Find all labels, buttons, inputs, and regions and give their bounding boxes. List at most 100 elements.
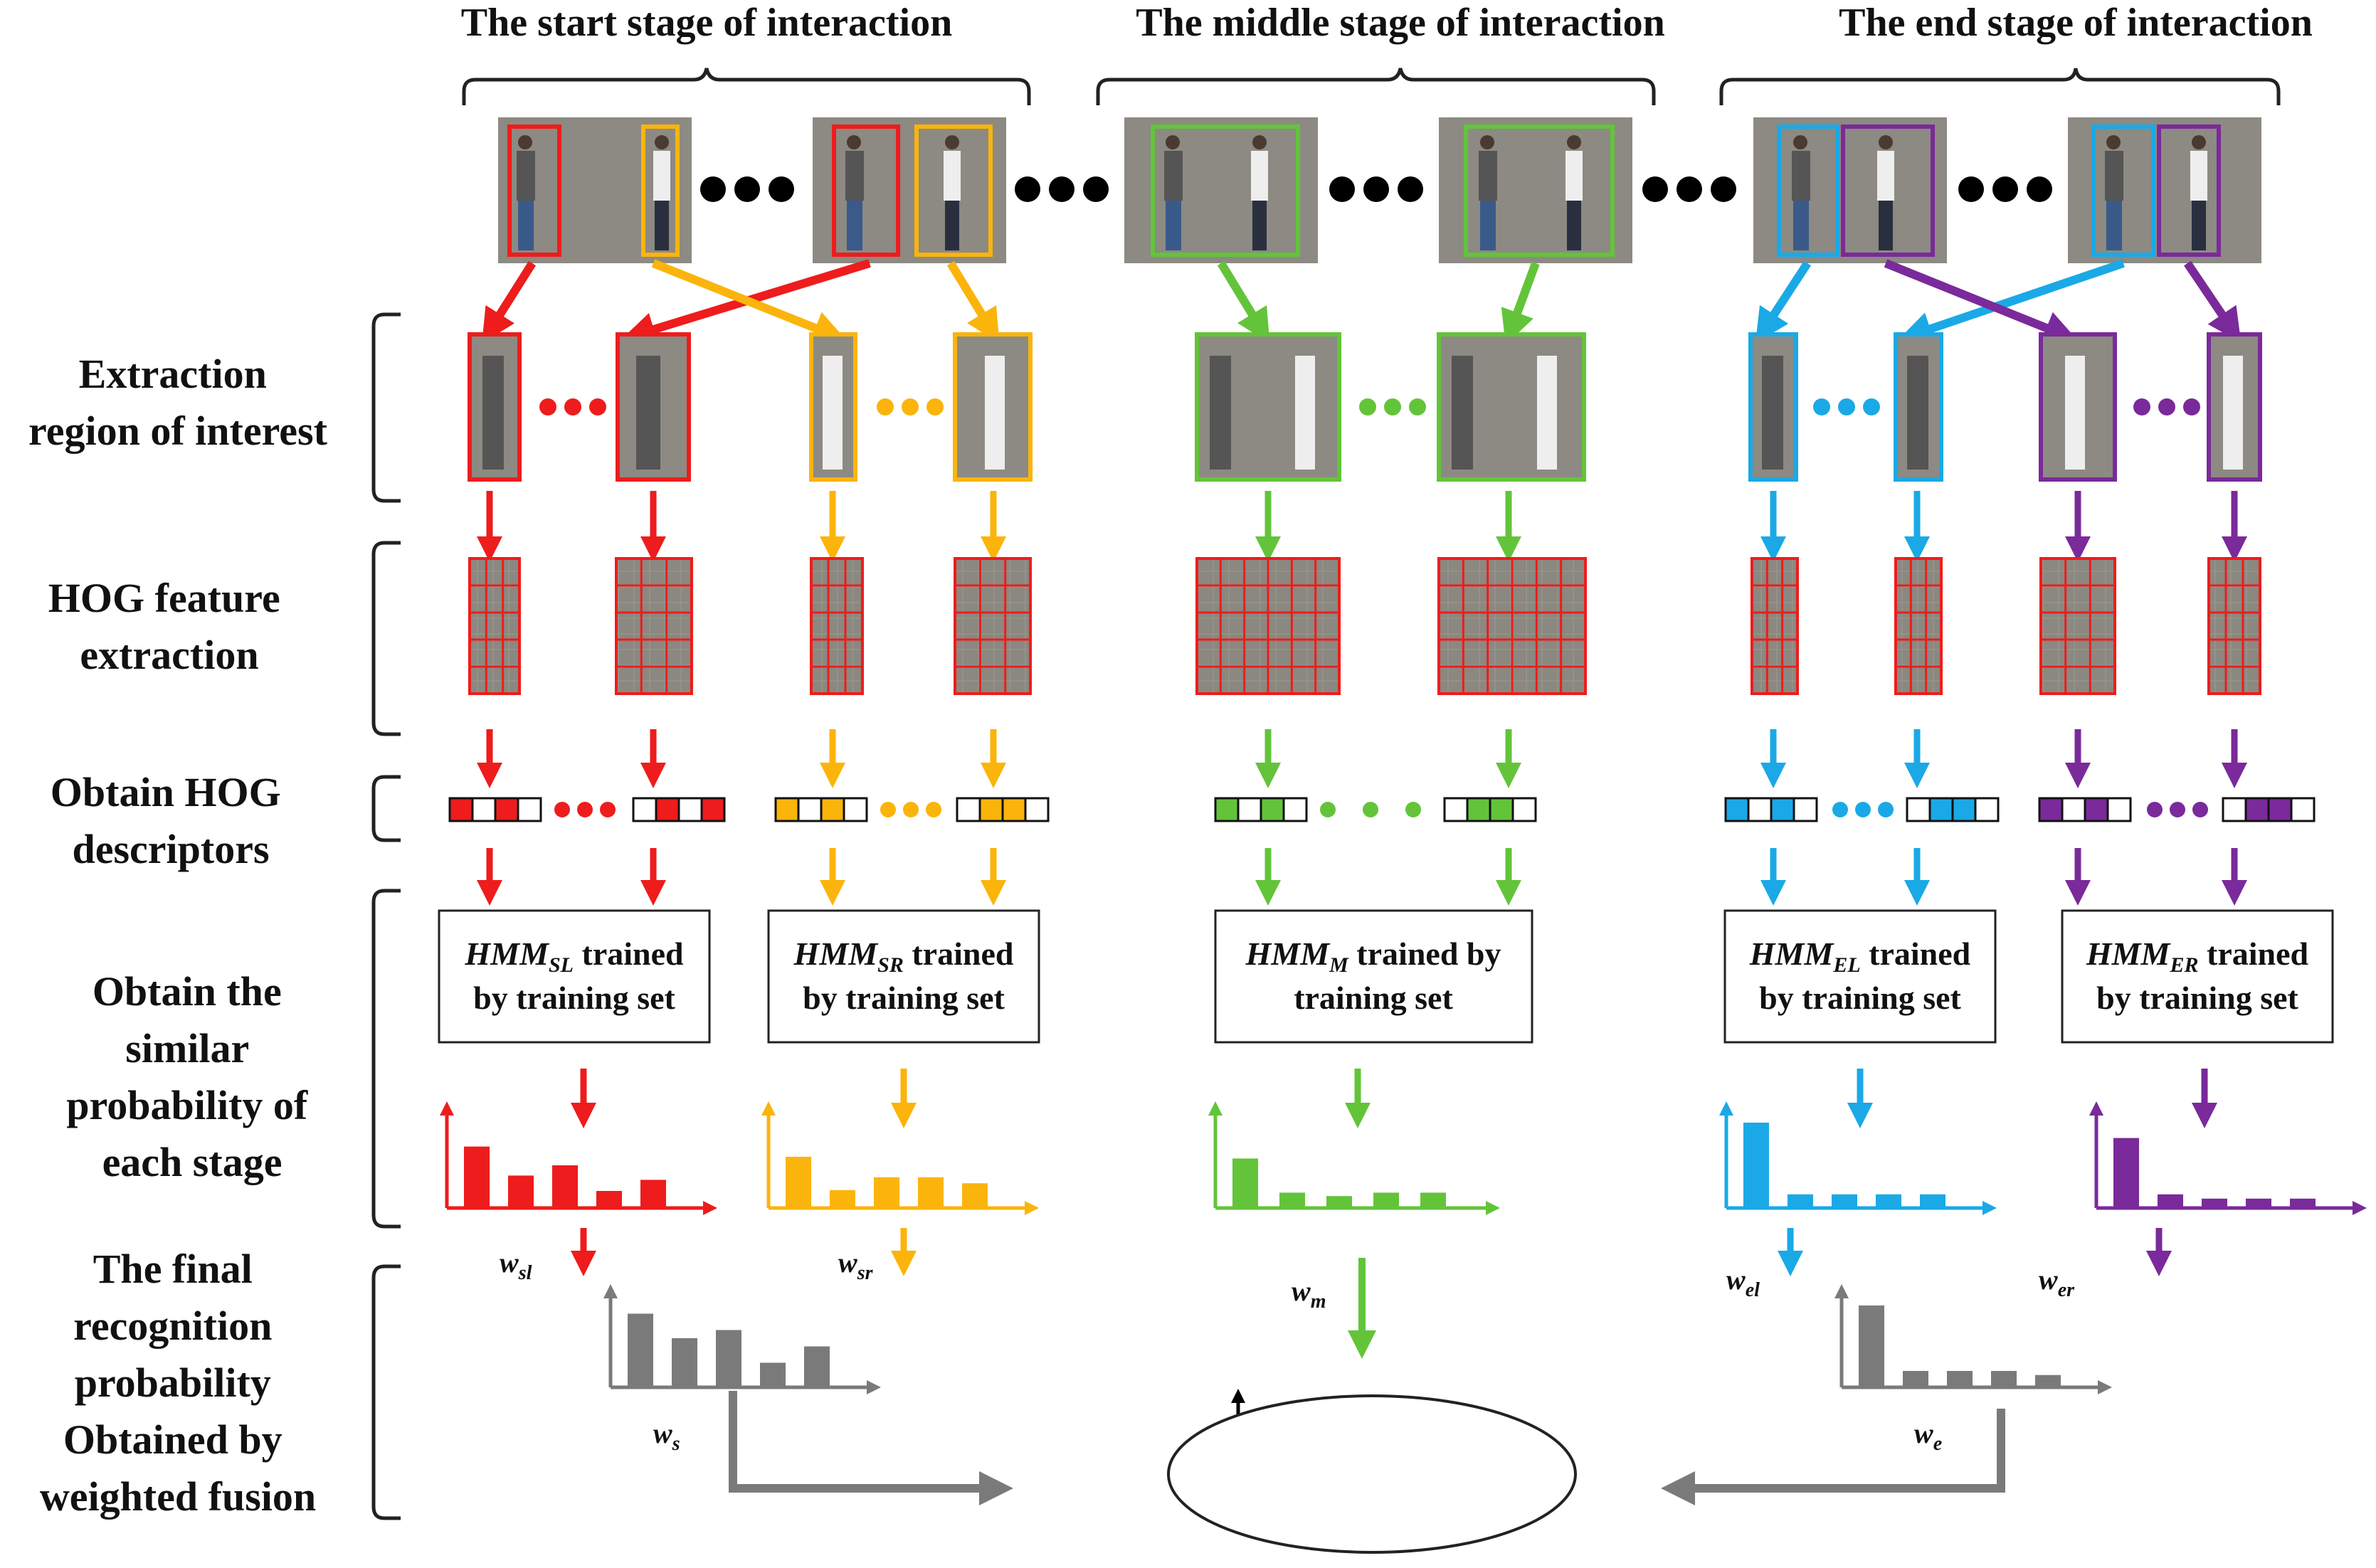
hog-grid-sl [615, 557, 693, 695]
hog-descriptor-el [1906, 797, 2000, 822]
roi-dots-sr [877, 398, 944, 415]
video-frame-start-1 [498, 117, 692, 263]
hog-descriptor-er [2222, 797, 2316, 822]
svg-text:HMMM trained by: HMMM trained by [1245, 936, 1501, 977]
bbox-er [2157, 125, 2221, 257]
chart-bar [672, 1338, 697, 1387]
person-left-icon [1479, 135, 1497, 250]
fusion-arrow-end [1661, 1409, 2005, 1505]
ellipsis-dots [1329, 176, 1423, 202]
chart-bar [2158, 1194, 2183, 1208]
roi-dots-er [2133, 398, 2200, 415]
svg-text:by training set: by training set [803, 980, 1005, 1016]
row-label-final: The final recognition probability Obtain… [40, 1246, 316, 1520]
chart-bar [2202, 1198, 2227, 1208]
descriptor-dots-sr [880, 802, 941, 817]
person-left-icon [1164, 135, 1183, 250]
brace-end [1719, 68, 2281, 105]
roi-dots-m [1359, 398, 1426, 415]
hmm-box-er: HMMER trained by training set [2061, 909, 2334, 1044]
bbox-m [1151, 125, 1300, 257]
descriptor-dots-sl [554, 802, 616, 817]
weight-label-sl: wsl [500, 1246, 532, 1284]
chart-bar [1832, 1194, 1857, 1208]
roi-crop-el-2 [1894, 332, 1943, 482]
chart-bar [874, 1177, 899, 1208]
hog-grid-er [2039, 557, 2116, 695]
weight-label-m: wm [1292, 1275, 1326, 1313]
bbox-el [1777, 125, 1839, 257]
chart-bar [2290, 1198, 2316, 1208]
stage-titles: The start stage of interaction The middl… [461, 1, 2313, 45]
chart-bar [2035, 1374, 2061, 1387]
prob-chart-el [1719, 1101, 1997, 1215]
row-label-desc: Obtain HOG descriptors [51, 769, 291, 872]
prob-chart-sr [761, 1101, 1039, 1215]
roi-crop-m-1 [1195, 332, 1341, 482]
chart-bar [1903, 1371, 1928, 1387]
hog-descriptor-sl [448, 797, 542, 822]
chart-bar [596, 1191, 622, 1208]
roi-crop-er-2 [2207, 332, 2262, 482]
hog-descriptor-sr [774, 797, 868, 822]
chart-bar [552, 1165, 578, 1208]
roi-crops [468, 332, 2262, 482]
weight-label-el: wel [1726, 1264, 1760, 1301]
row-label-prob: Obtain the similar probability of each s… [66, 968, 317, 1185]
hog-grid-sr [954, 557, 1032, 695]
roi-dots-sl [539, 398, 606, 415]
hmm-box-sl: HMMSL trained by training set [438, 909, 711, 1044]
svg-text:by training set: by training set [1759, 980, 1961, 1016]
stage-title-end: The end stage of interaction [1839, 1, 2313, 45]
row-label-hog: HOG feature extraction [48, 575, 290, 678]
chart-bar [804, 1346, 830, 1387]
person-left-icon [517, 135, 535, 250]
frame-to-roi-arrows [482, 259, 2242, 346]
svg-text:by training set: by training set [473, 980, 675, 1016]
stage-title-start: The start stage of interaction [461, 1, 953, 45]
hog-descriptors [448, 797, 2316, 822]
chart-bar [1876, 1194, 1901, 1208]
hmm-box-m: HMMM trained by training set [1214, 909, 1533, 1044]
chart-bar [716, 1330, 741, 1387]
chart-bar [1920, 1194, 1945, 1208]
hog-descriptor-m [1443, 797, 1537, 822]
final-result-ellipse [1167, 1394, 1577, 1554]
fusion-arrow-start [729, 1391, 1013, 1505]
person-left-icon [845, 135, 864, 250]
chart-bar [1373, 1192, 1399, 1208]
weight-label-sr: wsr [838, 1246, 874, 1284]
bbox-sl [832, 125, 900, 257]
person-right-icon [1565, 135, 1583, 250]
chart-bar [1232, 1158, 1258, 1208]
chart-bar [1743, 1123, 1769, 1208]
roi-crop-m-2 [1437, 332, 1586, 482]
ellipsis-dots [700, 176, 794, 202]
prob-chart-s [603, 1284, 881, 1394]
video-frame-middle-2 [1439, 117, 1632, 263]
video-frame-end-1 [1753, 117, 1947, 263]
chart-bar [830, 1190, 855, 1208]
weight-label-e: we [1914, 1417, 1942, 1455]
svg-text:HMMSL trained: HMMSL trained [464, 936, 684, 977]
chart-bar [918, 1177, 944, 1208]
svg-text:HMMER trained: HMMER trained [2086, 936, 2309, 977]
hmm-box-sr: HMMSR trained by training set [767, 909, 1040, 1044]
chart-bar [1788, 1194, 1813, 1208]
down-arrows [477, 491, 2247, 1276]
descriptor-dots-el [1832, 802, 1894, 817]
bbox-sl [507, 125, 561, 257]
hog-descriptor-m [1214, 797, 1308, 822]
person-right-icon [1251, 135, 1268, 250]
prob-chart-e [1834, 1284, 2112, 1394]
chart-bar [1326, 1196, 1352, 1208]
descriptor-dots-m [1320, 802, 1421, 817]
video-frames-row [498, 117, 2261, 263]
hog-descriptor-el [1724, 797, 1818, 822]
chart-bar [962, 1183, 988, 1208]
chart-bar [786, 1157, 811, 1208]
hog-grid-sr [810, 557, 864, 695]
roi-crop-sr-1 [809, 332, 857, 482]
weight-label-s: ws [653, 1417, 680, 1455]
brace-start [462, 68, 1031, 105]
